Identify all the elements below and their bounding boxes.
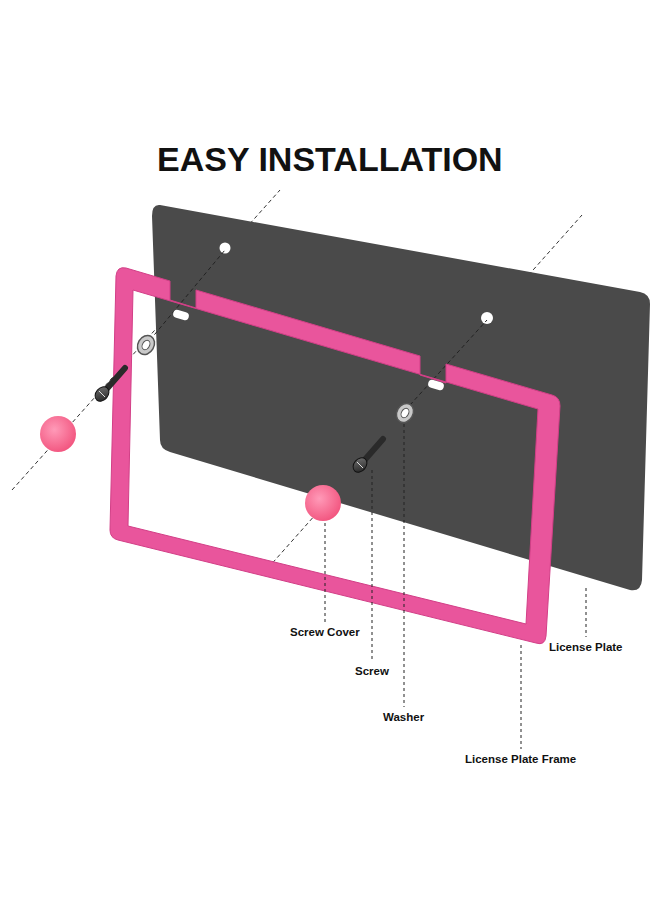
- plate-hole: [220, 243, 231, 254]
- license-plate: [152, 205, 650, 590]
- screw-cover: [305, 485, 341, 521]
- frame-slot: [172, 309, 190, 321]
- leader-line: [586, 588, 587, 637]
- part-label: Screw Cover: [290, 626, 360, 638]
- leader-line: [372, 470, 373, 661]
- screw: [350, 439, 383, 475]
- part-label: License Plate Frame: [465, 753, 576, 765]
- part-label: Screw: [355, 665, 389, 677]
- license-plate-frame: [110, 268, 560, 644]
- leader-line: [325, 523, 326, 622]
- part-label: Washer: [383, 711, 424, 723]
- axis-line: [410, 320, 487, 405]
- washer: [393, 400, 417, 425]
- page-title: EASY INSTALLATION: [157, 140, 503, 179]
- screw: [92, 368, 125, 404]
- leader-line: [404, 424, 405, 707]
- leader-line: [521, 645, 522, 749]
- washer: [134, 332, 158, 357]
- frame-slot: [427, 379, 445, 391]
- screw-cover: [40, 416, 76, 452]
- part-label: License Plate: [549, 641, 623, 653]
- plate-hole: [481, 312, 493, 324]
